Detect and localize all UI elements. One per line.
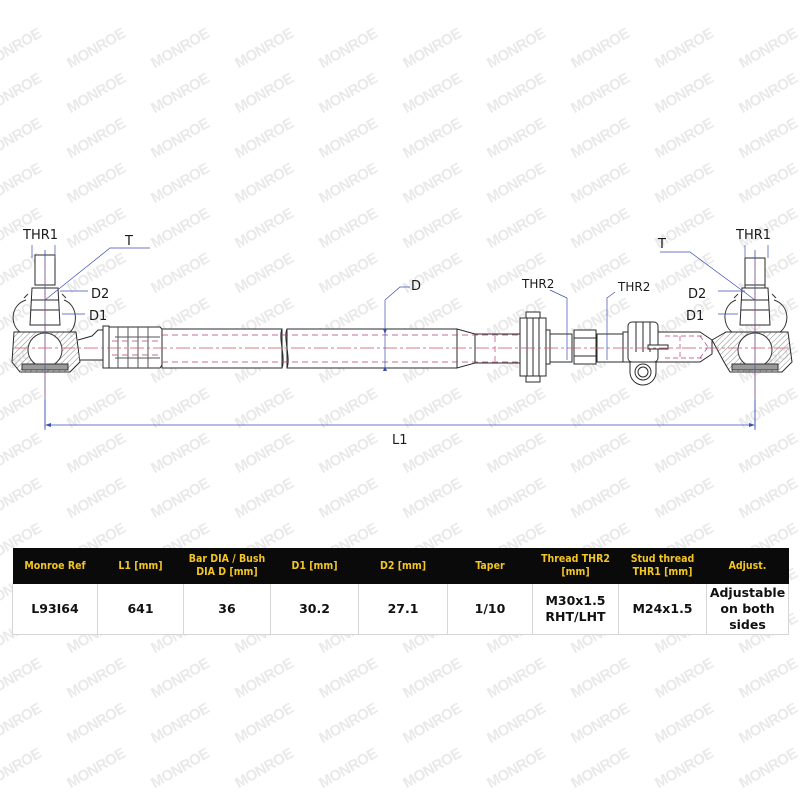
- watermark-logo: MONROE: [0, 745, 45, 792]
- cell-stud-thread-thr1: M24x1.5: [618, 584, 707, 635]
- header-d2: D2 [mm]: [358, 548, 448, 584]
- label-l1: L1: [392, 433, 408, 448]
- center-clamp: [519, 311, 624, 383]
- watermark-logo: MONROE: [316, 655, 381, 702]
- watermark-logo: MONROE: [0, 655, 45, 702]
- label-d1-right: D1: [686, 309, 704, 324]
- watermark-logo: MONROE: [736, 745, 800, 792]
- watermark-logo: MONROE: [316, 700, 381, 747]
- header-d1: D1 [mm]: [270, 548, 359, 584]
- watermark-logo: MONROE: [736, 655, 800, 702]
- watermark-logo: MONROE: [568, 745, 633, 792]
- right-hidden-lines: [665, 335, 709, 359]
- right-clamp-end: [622, 321, 713, 386]
- cell-taper: 1/10: [447, 584, 533, 635]
- dimension-lines: [31, 245, 769, 428]
- watermark-logo: MONROE: [736, 700, 800, 747]
- label-t-left: T: [124, 234, 133, 249]
- label-thr2-b: THR2: [617, 280, 650, 294]
- label-t-right: T: [657, 237, 666, 252]
- header-thread-thr2: Thread THR2[mm]: [532, 548, 619, 584]
- watermark-logo: MONROE: [64, 700, 129, 747]
- label-thr1-right: THR1: [735, 228, 771, 243]
- label-d2-right: D2: [688, 287, 706, 302]
- watermark-logo: MONROE: [232, 655, 297, 702]
- watermark-logo: MONROE: [652, 700, 717, 747]
- watermark-logo: MONROE: [148, 655, 213, 702]
- header-monroe-ref: Monroe Ref: [12, 548, 98, 584]
- watermark-logo: MONROE: [652, 655, 717, 702]
- label-thr2-a: THR2: [521, 277, 554, 291]
- tube-hidden-lines: [112, 334, 520, 363]
- label-d1-left: D1: [89, 309, 107, 324]
- watermark-logo: MONROE: [652, 745, 717, 792]
- cell-d1: 30.2: [270, 584, 359, 635]
- watermark-logo: MONROE: [400, 745, 465, 792]
- cell-monroe-ref: L93I64: [12, 584, 98, 635]
- watermark-logo: MONROE: [64, 745, 129, 792]
- watermark-logo: MONROE: [232, 700, 297, 747]
- watermark-logo: MONROE: [64, 655, 129, 702]
- cell-d2: 27.1: [358, 584, 448, 635]
- header-adjust: Adjust.: [706, 548, 789, 584]
- label-d-bar: D: [411, 279, 421, 294]
- left-sleeve: [102, 325, 163, 369]
- main-tube: [161, 328, 521, 369]
- label-thr1-left: THR1: [22, 228, 58, 243]
- watermark-logo: MONROE: [0, 700, 45, 747]
- watermark-logo: MONROE: [484, 655, 549, 702]
- watermark-logo: MONROE: [400, 700, 465, 747]
- watermark-logo: MONROE: [568, 655, 633, 702]
- tie-rod-drawing: THR1 T D2 D1 D THR2 THR2 T THR1 D2 D1 L1: [11, 228, 793, 448]
- watermark-logo: MONROE: [148, 745, 213, 792]
- cell-l1: 641: [97, 584, 184, 635]
- right-ball-joint: [711, 257, 793, 373]
- watermark-logo: MONROE: [316, 745, 381, 792]
- watermark-logo: MONROE: [568, 700, 633, 747]
- watermark-logo: MONROE: [232, 745, 297, 792]
- header-taper: Taper: [447, 548, 533, 584]
- watermark-logo: MONROE: [148, 700, 213, 747]
- watermark-logo: MONROE: [484, 745, 549, 792]
- header-l1: L1 [mm]: [97, 548, 184, 584]
- watermark-logo: MONROE: [484, 700, 549, 747]
- watermark-logo: MONROE: [400, 655, 465, 702]
- cell-bar-dia: 36: [183, 584, 271, 635]
- label-d2-left: D2: [91, 287, 109, 302]
